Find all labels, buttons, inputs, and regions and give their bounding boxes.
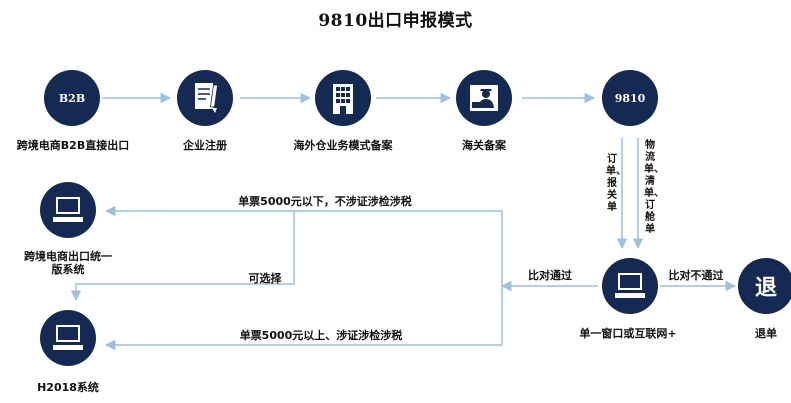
n9810-node-icon: 9810	[602, 70, 658, 126]
b2b-node-label: 跨境电商B2B直接出口	[16, 139, 130, 152]
computer-icon	[40, 182, 96, 238]
register-node-label: 企业注册	[183, 139, 227, 152]
computer-icon	[40, 310, 96, 366]
page-title: 9810出口申报模式	[318, 11, 473, 31]
customs-node-label: 海关备案	[462, 139, 506, 152]
building-icon	[315, 70, 371, 126]
unified-node-label-line1: 跨境电商出口统一	[24, 250, 112, 263]
unified-node-label: 跨境电商出口统一 版系统	[0, 250, 136, 276]
edge-label-above-5000: 单票5000元以上、涉证涉检涉税	[239, 329, 403, 342]
refund-node-icon: 退	[738, 258, 791, 314]
arrow-optional	[70, 211, 295, 302]
b2b-node-icon: B2B	[44, 70, 100, 126]
h2018-node-label: H2018系统	[37, 381, 99, 394]
document-pen-icon	[177, 70, 233, 126]
edge-label-fail: 比对不通过	[668, 269, 724, 282]
unified-node-label-line2: 版系统	[51, 263, 85, 276]
edge-label-below-5000: 单票5000元以下，不涉证涉检涉税	[238, 195, 412, 208]
n9810-node-text: 9810	[614, 91, 646, 105]
warehouse-node-label: 海外仓业务模式备案	[293, 139, 393, 152]
edge-label-orders: 订单、报关单	[606, 154, 626, 213]
window-node-label: 单一窗口或互联网+	[579, 327, 677, 340]
b2b-node-text: B2B	[58, 91, 86, 105]
edge-label-logistics: 物流单、清单、订舱单	[644, 140, 664, 235]
edge-label-optional: 可选择	[248, 272, 282, 285]
customs-officer-icon	[456, 70, 512, 126]
edge-label-pass: 比对通过	[528, 269, 572, 282]
refund-node-label: 退单	[755, 327, 777, 340]
refund-node-text: 退	[754, 276, 777, 301]
computer-icon	[602, 258, 658, 314]
